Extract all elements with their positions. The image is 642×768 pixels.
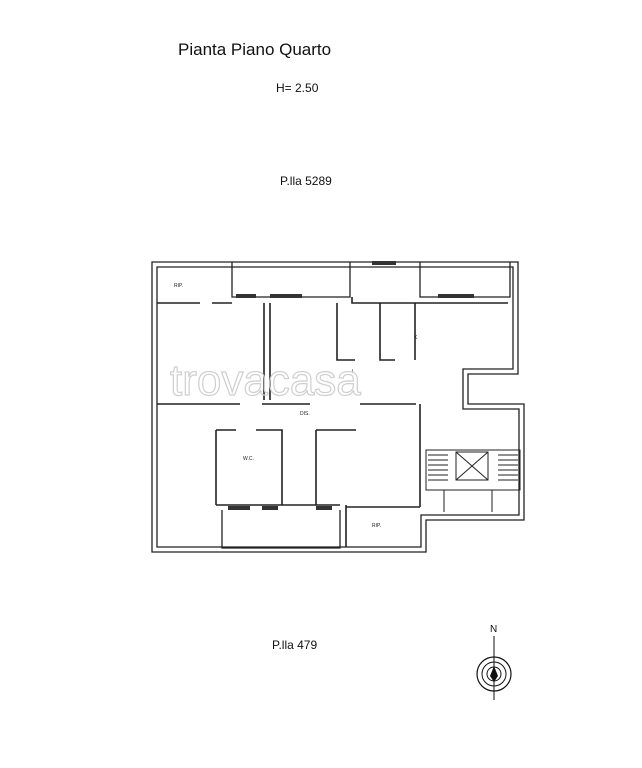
stairwell xyxy=(425,449,521,512)
parcel-label-north: P.lla 5289 xyxy=(280,174,332,188)
room-label-wc: W.C. xyxy=(243,456,254,462)
outer-walls xyxy=(151,261,525,553)
north-compass: N xyxy=(476,624,512,700)
page-title: Pianta Piano Quarto xyxy=(178,40,332,59)
compass-north-label: N xyxy=(490,624,497,635)
windows xyxy=(228,261,474,510)
room-label-rip-top: RIP. xyxy=(174,283,183,289)
watermark: trovacasa xyxy=(170,356,361,405)
ceiling-height-label: H= 2.50 xyxy=(276,81,319,95)
parcel-label-south: P.lla 479 xyxy=(272,638,318,652)
room-label-letto: L xyxy=(352,369,355,375)
room-label-rip-bottom: RIP. xyxy=(372,523,381,529)
room-label-kitchen: K xyxy=(414,335,418,341)
room-label-corridor: DIS. xyxy=(300,411,310,417)
interior-walls xyxy=(157,297,508,547)
room-labels: RIP. K DIS. W.C. RIP. L xyxy=(174,283,418,529)
